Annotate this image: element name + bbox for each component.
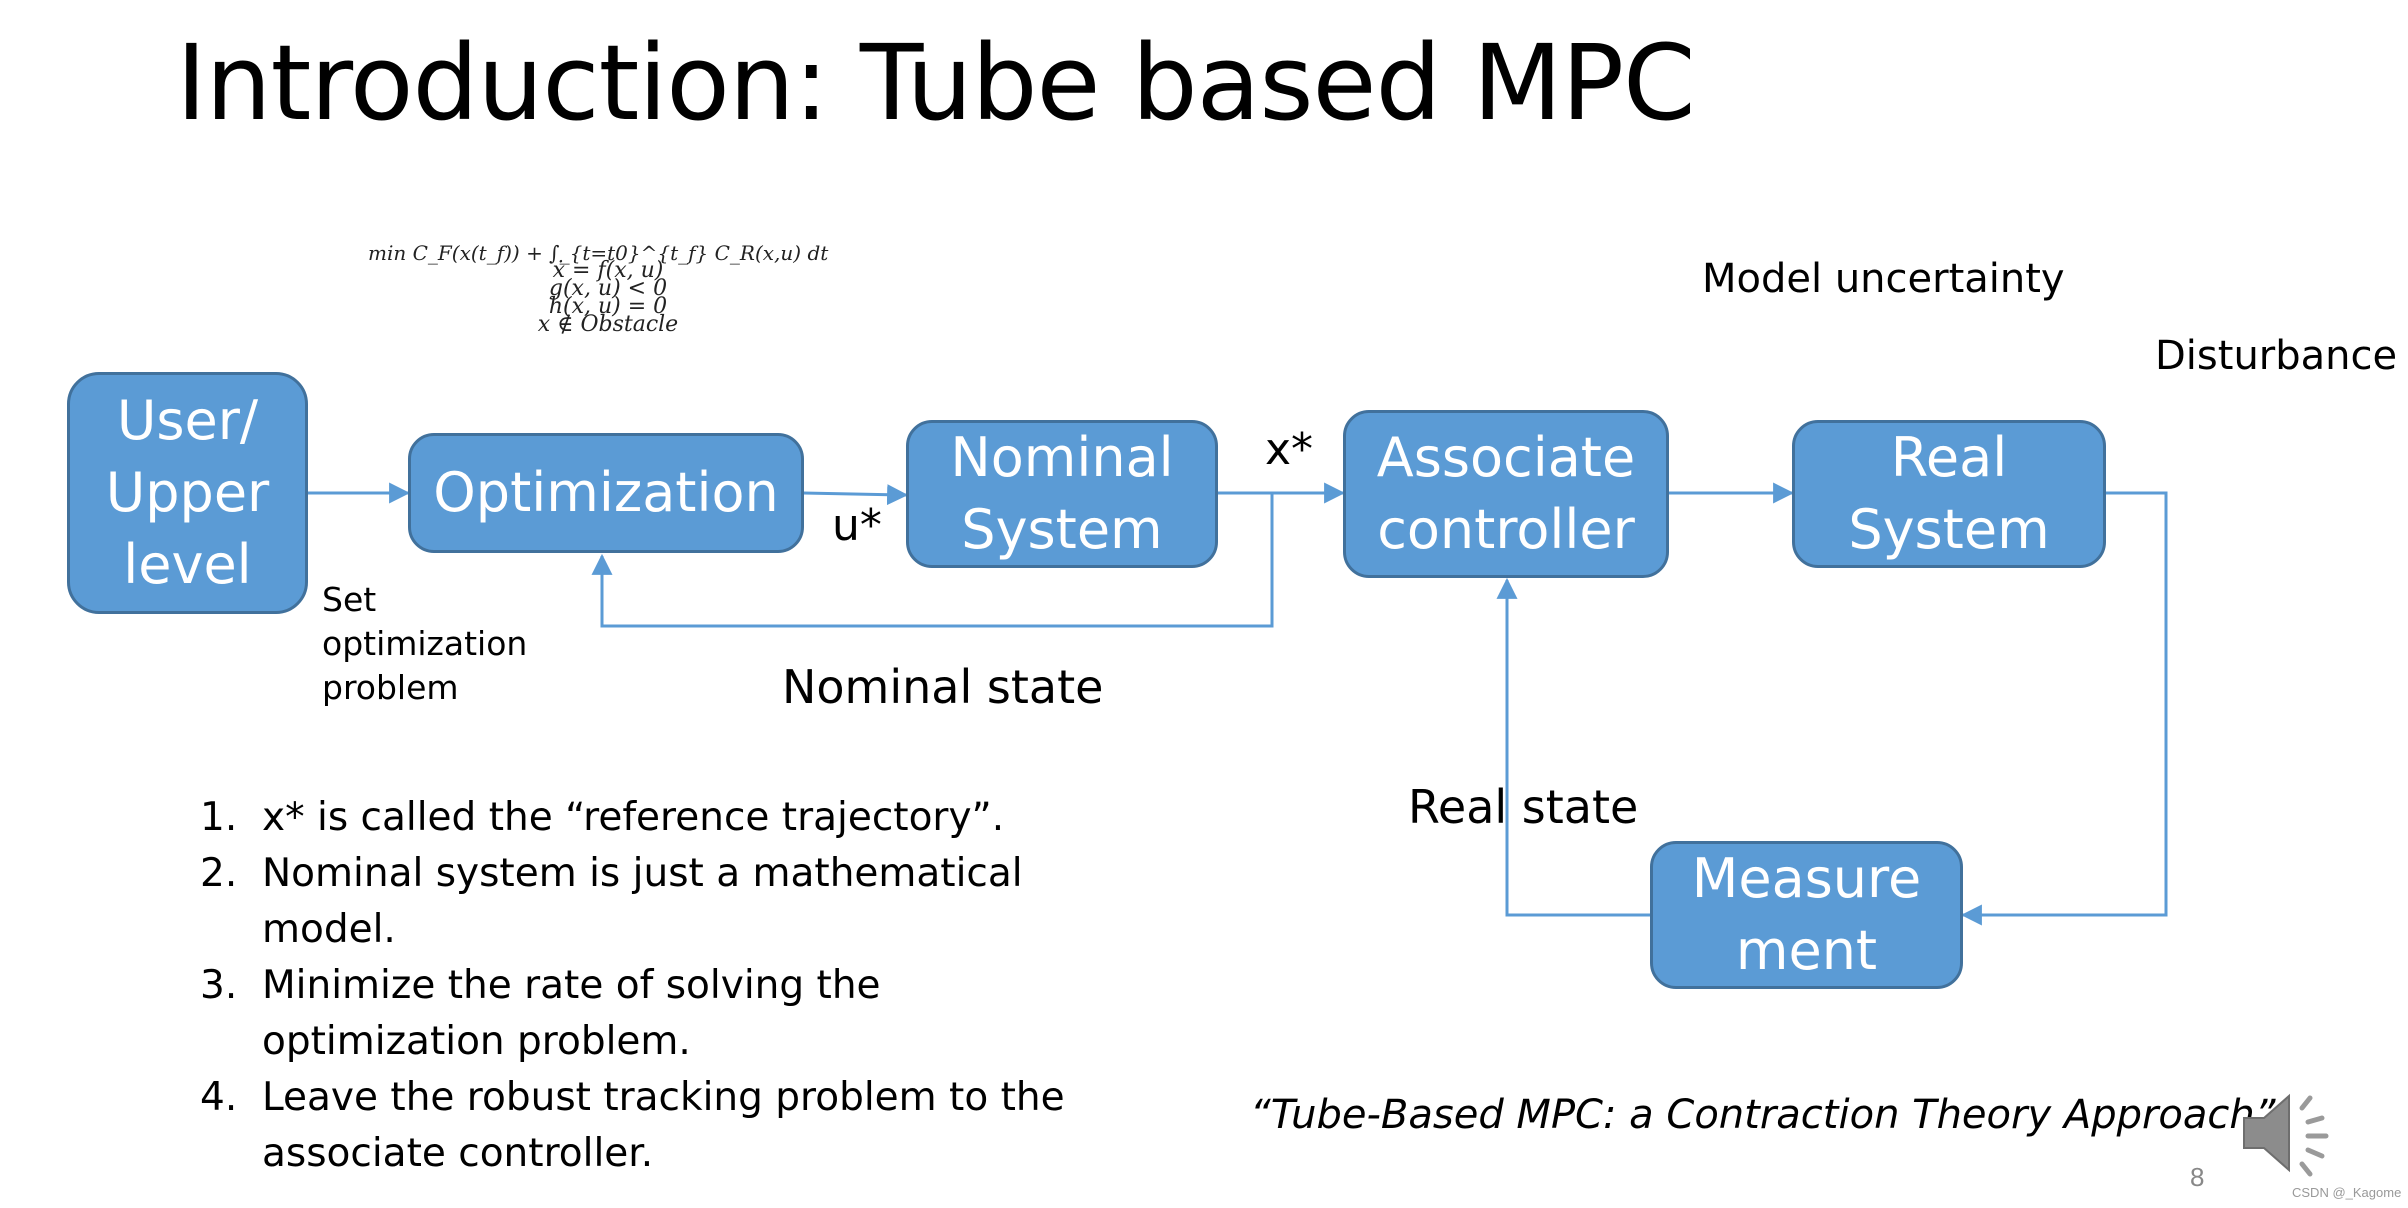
- citation: “Tube-Based MPC: a Contraction Theory Ap…: [1250, 1092, 2276, 1138]
- formula-line-equality: h(x, u) = 0: [548, 294, 668, 319]
- arrow-real-state-feedback: [1496, 577, 1650, 917]
- label-u-star: u*: [832, 500, 882, 551]
- label-real-state: Real state: [1408, 780, 1639, 834]
- label-model-uncertainty: Model uncertainty: [1702, 256, 2065, 302]
- page-number: 8: [2190, 1162, 2205, 1192]
- block-optimization: Optimization: [408, 433, 804, 553]
- formula-line-objective: min C_F(x(t_f)) + ∫_{t=t0}^{t_f} C_R(x,u…: [368, 241, 829, 265]
- formula-line-obstacle: x ∉ Obstacle: [537, 312, 679, 337]
- list-item: 3.Minimize the rate of solving the optim…: [200, 963, 881, 1064]
- watermark: CSDN @_Kagome: [2292, 1185, 2402, 1200]
- block-associate-controller: Associate controller: [1343, 410, 1669, 578]
- slide-title: Introduction: Tube based MPC: [176, 22, 1696, 144]
- label-disturbance: Disturbance: [2155, 333, 2398, 379]
- arrow-optimization-to-nominal: [802, 484, 909, 506]
- arrow-real-to-measurement: [1960, 491, 2168, 926]
- list-item: 1.x* is called the “reference trajectory…: [200, 795, 1005, 840]
- block-real-system: Real System: [1792, 420, 2106, 568]
- formula-line-inequality: g(x, u) < 0: [548, 276, 668, 301]
- label-nominal-state: Nominal state: [782, 660, 1104, 714]
- formula-line-dynamics: ẋ = f(x, u): [552, 258, 664, 283]
- speaker-icon[interactable]: [2234, 1078, 2344, 1188]
- block-user-upper-level: User/ Upper level: [67, 372, 308, 614]
- block-nominal-system: Nominal System: [906, 420, 1218, 568]
- label-set-optimization-problem: Set optimization problem: [322, 580, 528, 707]
- arrow-nominal-state-feedback: [591, 493, 1274, 628]
- block-measurement: Measure ment: [1650, 841, 1963, 989]
- label-x-star: x*: [1265, 424, 1314, 475]
- list-item: 2.Nominal system is just a mathematical …: [200, 851, 1023, 952]
- list-item: 4.Leave the robust tracking problem to t…: [200, 1075, 1065, 1176]
- optimization-formula: min C_F(x(t_f)) + ∫_{t=t0}^{t_f} C_R(x,u…: [368, 241, 868, 337]
- notes-list: 1.x* is called the “reference trajectory…: [200, 790, 1120, 1182]
